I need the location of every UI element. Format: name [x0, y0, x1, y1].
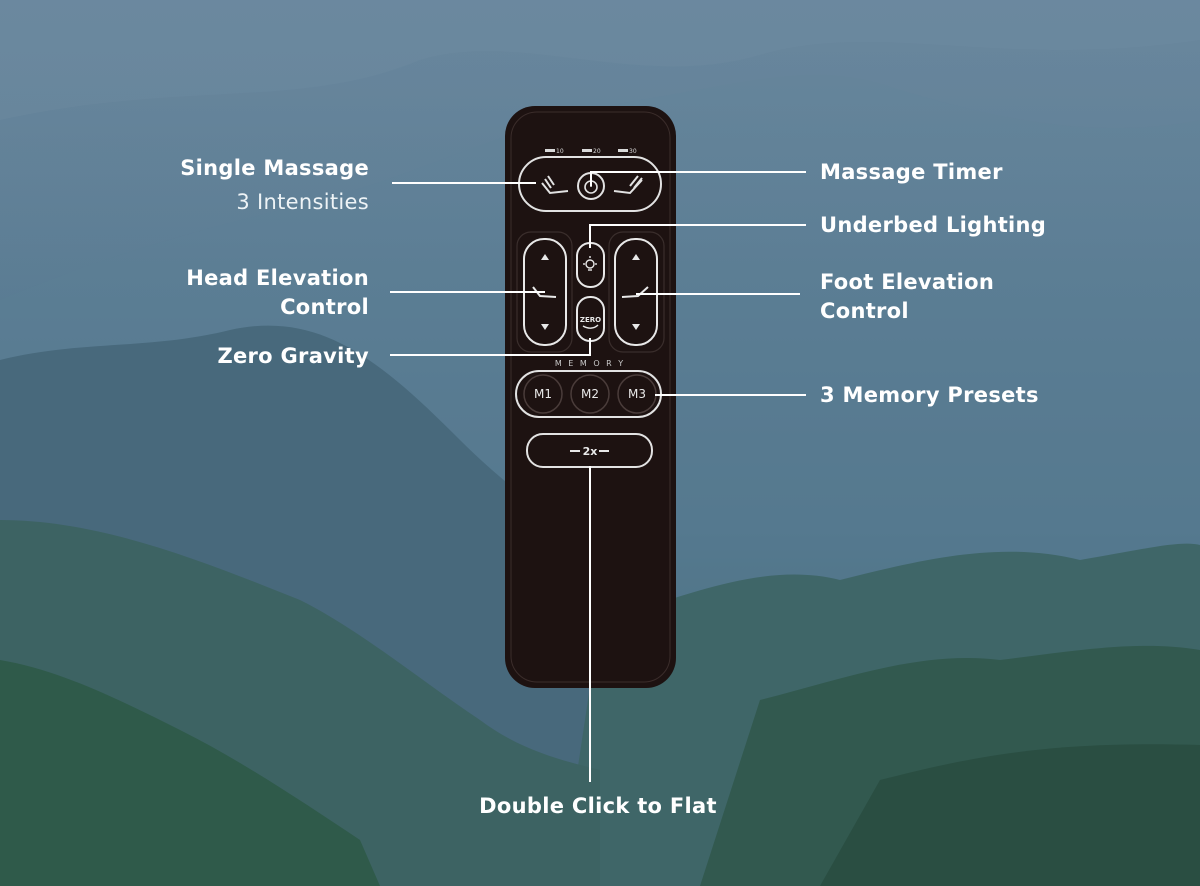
memory-label: M E M O R Y: [555, 359, 625, 368]
callout-massage-timer: [590, 171, 806, 186]
label-double-click: Double Click to Flat: [479, 794, 717, 818]
remote-body: [505, 106, 676, 688]
memory-preset-m2[interactable]: M2: [581, 387, 599, 401]
arrow-down-icon: [541, 324, 549, 330]
memory-preset-m1[interactable]: M1: [534, 387, 552, 401]
label-underbed-lighting: Underbed Lighting: [820, 213, 1047, 237]
callout-zero-gravity: [390, 338, 591, 356]
zero-gravity-label: ZERO: [580, 316, 601, 324]
label-single-massage: Single Massage 3 Intensities: [150, 154, 369, 217]
zero-gravity-icon: [582, 324, 599, 329]
flat-button-label: 2x: [583, 445, 598, 458]
massage-right-icon[interactable]: [613, 175, 643, 195]
label-massage-timer: Massage Timer: [820, 160, 1003, 184]
bulb-icon: [583, 256, 597, 271]
timer-mark-20: 20: [593, 148, 601, 155]
arrow-up-icon: [632, 254, 640, 260]
foot-elevation-button[interactable]: [614, 238, 658, 346]
label-head-elevation: Head Elevation Control: [186, 266, 369, 319]
timer-marks: 10 20 30: [545, 148, 637, 155]
callout-underbed-lighting: [589, 224, 806, 248]
head-bed-icon: [532, 286, 557, 298]
arrow-down-icon: [632, 324, 640, 330]
timer-mark-10: 10: [556, 148, 564, 155]
callout-lines: [390, 171, 806, 782]
arrow-up-icon: [541, 254, 549, 260]
massage-left-icon[interactable]: [541, 175, 569, 195]
label-foot-elevation: Foot Elevation Control: [820, 270, 995, 323]
timer-mark-30: 30: [629, 148, 637, 155]
label-zero-gravity: Zero Gravity: [217, 344, 369, 368]
label-intensities: 3 Intensities: [236, 190, 369, 214]
label-memory-presets: 3 Memory Presets: [820, 383, 1039, 407]
foot-bed-icon: [621, 286, 649, 298]
memory-preset-m3[interactable]: M3: [628, 387, 646, 401]
